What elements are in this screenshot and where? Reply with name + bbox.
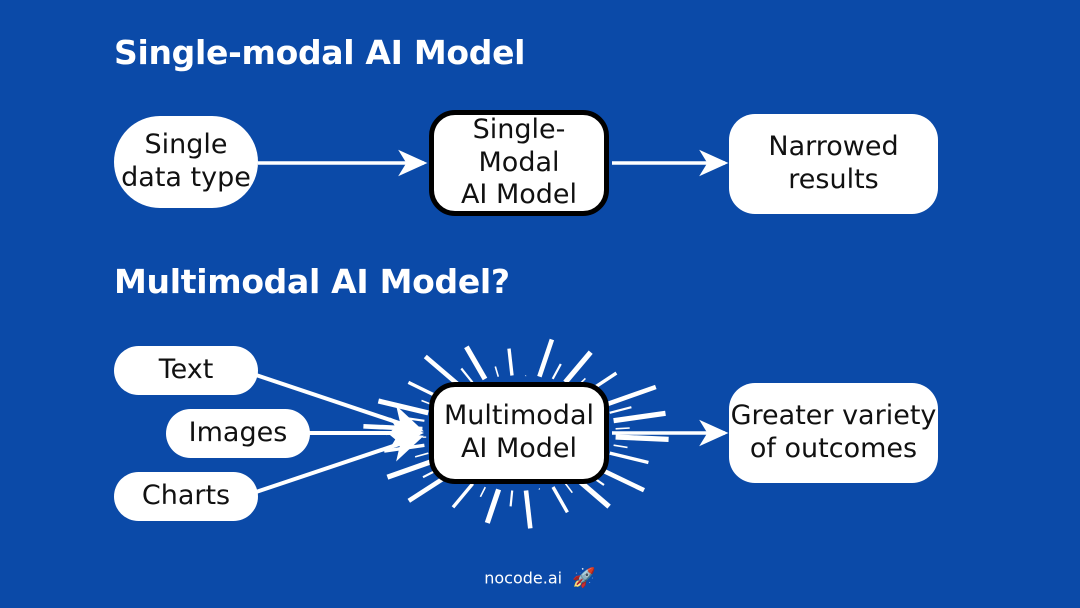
starburst-ray — [484, 488, 502, 524]
starburst-ray — [615, 434, 669, 442]
starburst-ray — [414, 452, 429, 458]
node-input-images: Images — [166, 409, 310, 458]
node-input-charts-label: Charts — [141, 480, 231, 512]
node-input-images-label: Images — [188, 417, 288, 449]
starburst-ray — [460, 367, 474, 384]
section-title-multimodal: Multimodal AI Model? — [114, 262, 510, 301]
node-input-charts: Charts — [114, 472, 258, 521]
starburst-ray — [451, 482, 475, 509]
rocket-icon: 🚀 — [572, 568, 596, 589]
starburst-ray — [377, 398, 429, 416]
node-input-text-label: Text — [158, 354, 214, 386]
starburst-ray — [464, 345, 488, 381]
starburst-ray — [523, 490, 533, 529]
section-title-single-modal: Single-modal AI Model — [114, 33, 526, 72]
starburst-ray — [564, 483, 573, 494]
starburst-ray — [509, 490, 514, 507]
starburst-ray — [551, 363, 562, 380]
starburst-ray — [613, 410, 666, 424]
brand-label: nocode.ai — [484, 568, 563, 588]
starburst-ray — [363, 424, 423, 432]
starburst-ray — [603, 384, 657, 408]
starburst-ray — [383, 443, 425, 453]
starburst-ray — [551, 486, 569, 514]
node-input-text: Text — [114, 346, 258, 395]
footer: nocode.ai 🚀 — [0, 566, 1080, 590]
starburst-ray — [613, 444, 628, 449]
starburst-ray — [609, 406, 632, 414]
starburst-ray — [401, 416, 425, 422]
starburst-ray — [615, 427, 630, 430]
starburst-ray — [507, 348, 514, 376]
starburst-ray — [386, 458, 435, 480]
starburst-ray — [609, 451, 649, 465]
starburst-ray — [479, 486, 487, 498]
starburst-ray — [537, 338, 555, 378]
starburst-ray — [563, 350, 593, 384]
starburst-ray — [538, 488, 541, 490]
starburst-ray — [494, 366, 500, 377]
